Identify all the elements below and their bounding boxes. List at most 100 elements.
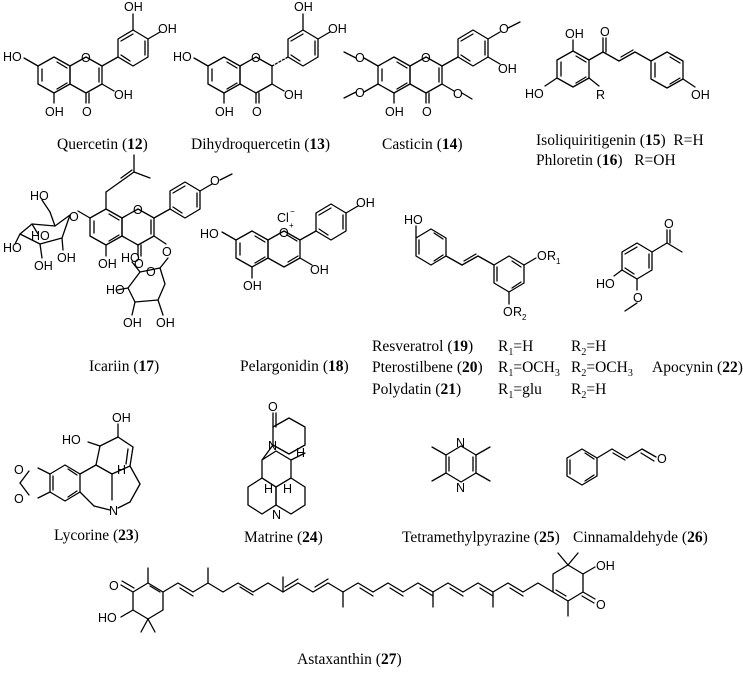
- aldehyde-oxygen: O: [657, 452, 667, 466]
- hydroxyl-label: HO: [106, 283, 125, 297]
- compound-label-cinnamaldehyde: Cinnamaldehyde (26): [573, 529, 708, 546]
- hydroxyl-label: OH: [243, 279, 262, 293]
- ether-oxygen: O: [537, 249, 547, 263]
- hydroxyl-label: OH: [385, 105, 404, 119]
- dioxole-oxygen: O: [14, 463, 24, 477]
- carbonyl-oxygen: O: [422, 105, 432, 119]
- compound-label-apocynin: Apocynin (22): [652, 359, 743, 376]
- tetramethylpyrazine-structure: N N: [431, 436, 491, 495]
- hydroxyl-label: HO: [62, 433, 81, 447]
- nitrogen-label: N: [456, 481, 465, 495]
- carbonyl-oxygen: O: [664, 217, 674, 231]
- carbonyl-oxygen: O: [134, 257, 144, 271]
- glycosidic-oxygen: O: [69, 210, 79, 224]
- glycosidic-oxygen: O: [162, 245, 172, 259]
- hydroxyl-label: OH: [215, 105, 234, 119]
- casticin-structure: O O O OH O O O OH: [343, 21, 521, 119]
- r1-subscript: 1: [556, 257, 561, 266]
- r-group-label: R: [596, 88, 605, 102]
- ring-oxygen: O: [421, 51, 431, 65]
- hydroxyl-label: OH: [498, 62, 517, 76]
- nitrogen-label: N: [109, 504, 118, 518]
- hydroxyl-label: HO: [3, 241, 22, 255]
- hydroxyl-label: OH: [565, 27, 584, 41]
- stereo-hydrogen: H: [264, 482, 273, 496]
- stereo-hydrogen: H: [283, 482, 292, 496]
- carbonyl-oxygen: O: [82, 105, 92, 119]
- polydatin-r1: R1=glu: [498, 381, 542, 402]
- stereo-hydrogen: H: [117, 463, 126, 477]
- chalcone-structure: OH O HO R OH: [525, 25, 710, 102]
- compound-label-matrine: Matrine (24): [244, 529, 323, 546]
- compound-label-lycorine: Lycorine (23): [54, 527, 139, 544]
- hydroxyl-label: HO: [98, 611, 117, 625]
- nitrogen-label: N: [268, 439, 277, 453]
- hydroxyl-label: HO: [525, 87, 544, 101]
- ring-oxygen: O: [146, 265, 156, 279]
- hydroxyl-label: HO: [596, 277, 615, 291]
- methoxy-oxygen: O: [355, 86, 365, 100]
- compound-label-pelargonidin: Pelargonidin (18): [240, 358, 349, 375]
- compound-label-casticin: Casticin (14): [382, 136, 463, 153]
- charge-plus: +: [289, 221, 294, 230]
- hydroxyl-label: OH: [284, 88, 303, 102]
- quercetin-structure: O HO OH O OH OH OH: [3, 0, 177, 119]
- matrine-structure: O N N H H H: [247, 400, 306, 522]
- hydroxyl-label: HO: [3, 50, 22, 64]
- compound-label-tetramethylpyrazine: Tetramethylpyrazine (25): [402, 529, 560, 546]
- lycorine-structure: O O N OH HO H: [14, 411, 141, 518]
- carbonyl-oxygen: O: [268, 400, 278, 414]
- methoxy-oxygen: O: [633, 291, 643, 305]
- stereo-hydrogen: H: [296, 446, 305, 460]
- hydroxyl-label: OH: [156, 316, 175, 330]
- icariin-structure: O O OH O O O HO HO OH OH HO O HO OH OH H…: [3, 154, 233, 330]
- hydroxyl-label: OH: [57, 251, 76, 265]
- resveratrol-r1: R1=H: [498, 338, 534, 359]
- ring-oxygen: O: [251, 51, 261, 65]
- hydroxyl-label: HO: [30, 189, 49, 203]
- compound-label-icariin: Icariin (17): [89, 358, 160, 375]
- carbonyl-oxygen: O: [600, 25, 610, 39]
- methoxy-oxygen: O: [210, 174, 220, 188]
- compound-label-dihydroquercetin: Dihydroquercetin (13): [191, 136, 331, 153]
- hydroxyl-label: OH: [124, 0, 143, 14]
- hydroxyl-label: HO: [121, 251, 140, 265]
- pterostilbene-r2: R2=OCH3: [571, 359, 633, 380]
- methoxy-oxygen: O: [355, 51, 365, 65]
- pterostilbene-r1: R1=OCH3: [498, 359, 560, 380]
- carbonyl-oxygen: O: [596, 598, 606, 612]
- nitrogen-label: N: [272, 508, 281, 522]
- chloride-label: Cl: [277, 211, 289, 225]
- compound-label-phloretin: Phloretin (16) R=OH: [536, 152, 676, 169]
- hydroxyl-label: OH: [294, 0, 313, 14]
- nitrogen-label: N: [456, 436, 465, 450]
- compound-label-isoliquiritigenin: Isoliquiritigenin (15) R=H: [536, 132, 704, 149]
- ring-oxygen: O: [81, 51, 91, 65]
- ring-oxygen: O: [133, 203, 143, 217]
- carbonyl-oxygen: O: [109, 579, 119, 593]
- apocynin-structure: O HO O: [596, 217, 683, 312]
- methoxy-oxygen: O: [453, 87, 463, 101]
- r2-subscript: 2: [522, 313, 527, 322]
- structures-canvas: O HO OH O OH OH OH O HO OH O OH OH OH: [3, 0, 710, 633]
- hydroxyl-label: OH: [98, 257, 117, 271]
- hydroxyl-label: OH: [112, 411, 131, 425]
- hydroxyl-label: OH: [596, 559, 615, 573]
- hydroxyl-label: OH: [310, 263, 329, 277]
- stilbene-structure: HO O R 1 O R 2: [404, 213, 561, 322]
- compound-label-astaxanthin: Astaxanthin (27): [297, 651, 402, 668]
- compound-label-resveratrol: Resveratrol (19): [372, 338, 474, 355]
- dihydroquercetin-structure: O HO OH O OH OH OH: [173, 0, 347, 119]
- hydroxyl-label: HO: [200, 227, 219, 241]
- hydroxyl-label: OH: [114, 88, 133, 102]
- cinnamaldehyde-structure: O: [566, 448, 667, 486]
- charge-minus: −: [290, 207, 295, 216]
- astaxanthin-structure: O HO OH O: [98, 552, 615, 633]
- compound-label-polydatin: Polydatin (21): [372, 381, 462, 398]
- r2-group-label: R: [513, 305, 522, 319]
- methoxy-oxygen: O: [499, 22, 509, 36]
- hydroxyl-label: HO: [173, 50, 192, 64]
- compound-label-pterostilbene: Pterostilbene (20): [372, 359, 483, 376]
- polydatin-r2: R2=H: [571, 381, 607, 402]
- hydroxyl-label: OH: [123, 316, 142, 330]
